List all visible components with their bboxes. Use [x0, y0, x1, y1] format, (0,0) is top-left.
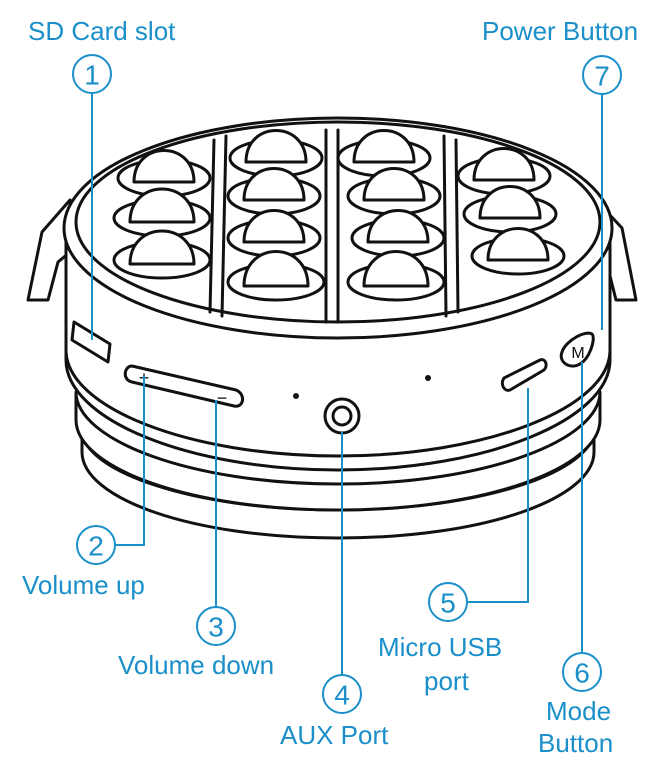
base-ring-middle [74, 390, 602, 512]
indicator-dot-right [425, 375, 431, 381]
callout-5-ring [428, 582, 468, 622]
micro-usb-port[interactable] [500, 358, 548, 392]
callout-6-label-line2: Button [538, 728, 613, 758]
callout-4-label: AUX Port [280, 720, 389, 750]
node [350, 209, 446, 258]
node [226, 209, 322, 258]
callout-4: 4 AUX Port [280, 674, 389, 750]
callout-7-number: 7 [594, 61, 610, 92]
callout-2-label: Volume up [22, 570, 145, 600]
node [226, 250, 326, 302]
callout-3-label: Volume down [118, 650, 274, 680]
sd-card-slot[interactable] [70, 320, 112, 364]
leader-lines [91, 93, 603, 676]
callout-1: SD Card slot 1 [28, 16, 176, 94]
node [346, 167, 442, 216]
left-clip [26, 198, 72, 302]
leader-2 [114, 376, 145, 546]
callout-7: Power Button 7 [482, 16, 638, 95]
node [112, 229, 212, 280]
volume-minus-mark: − [217, 388, 228, 408]
leader-5 [466, 388, 529, 603]
node [462, 185, 558, 234]
node [346, 250, 446, 302]
callout-4-ring [322, 674, 362, 714]
callout-5-number: 5 [440, 588, 456, 619]
speaker-device: + − M [26, 116, 638, 540]
node [226, 167, 322, 216]
callout-3-ring [196, 606, 236, 646]
indicator-dot-left [293, 393, 299, 399]
callout-5-label-line1: Micro USB [378, 632, 502, 662]
callout-6: 6 Mode Button [538, 652, 613, 758]
divider-3 [442, 134, 448, 318]
callout-6-number: 6 [574, 658, 590, 689]
callout-7-label: Power Button [482, 16, 638, 46]
callout-4-number: 4 [334, 680, 350, 711]
node [336, 129, 432, 178]
mode-mark: M [571, 345, 584, 362]
callout-1-ring [72, 54, 112, 94]
callout-2-ring [76, 525, 116, 565]
callout-1-number: 1 [84, 60, 100, 91]
node [112, 187, 212, 238]
callout-5: 5 Micro USB port [378, 582, 502, 696]
callout-6-label-line1: Mode [546, 696, 611, 726]
divider-1 [208, 138, 216, 314]
callout-2-number: 2 [88, 531, 104, 562]
body-seam [64, 348, 612, 458]
aux-port-inner [331, 405, 353, 427]
callout-6-ring [562, 652, 602, 692]
mode-button[interactable] [559, 331, 595, 368]
node [470, 227, 566, 276]
volume-rocker[interactable] [123, 364, 244, 408]
callout-5-label-line2: port [424, 666, 470, 696]
callout-7-ring [582, 55, 622, 95]
divider-1b [220, 134, 228, 318]
callout-1-label: SD Card slot [28, 16, 176, 46]
callout-3-number: 3 [208, 612, 224, 643]
divider-3b [454, 138, 460, 314]
callout-2: 2 Volume up [22, 525, 145, 600]
callout-3: 3 Volume down [118, 606, 274, 680]
